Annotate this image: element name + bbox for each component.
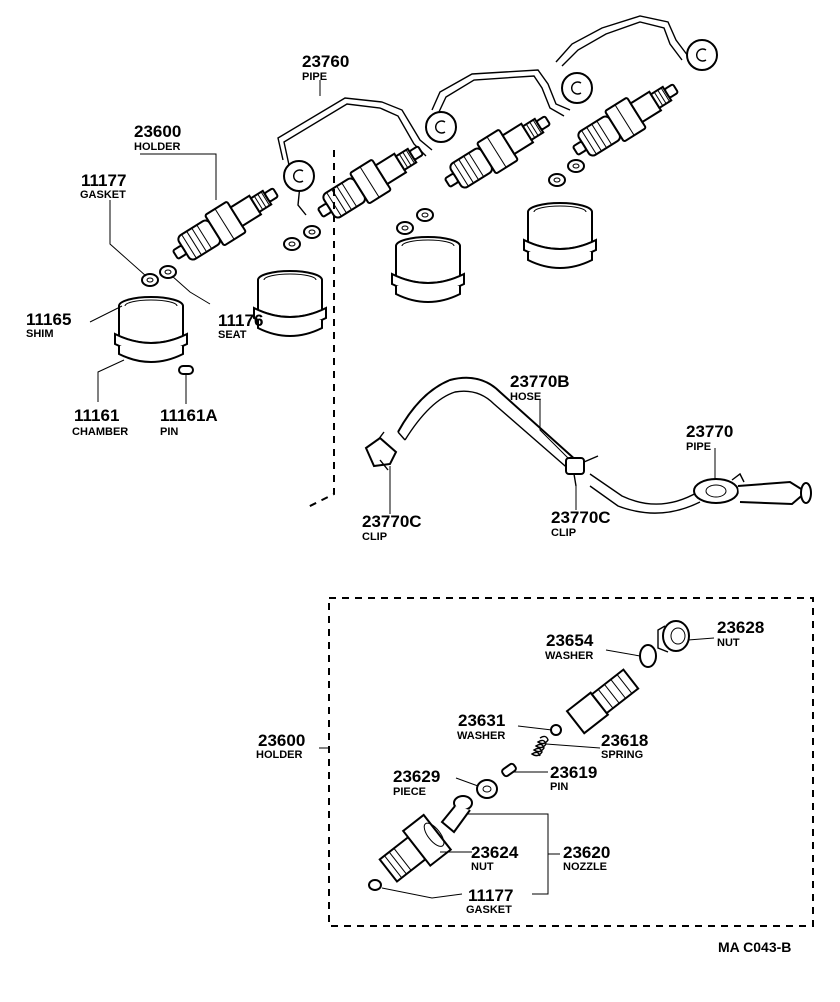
label-clip-right-number: 23770C <box>551 508 611 527</box>
label-hose-23770b-number: 23770B <box>510 372 570 391</box>
detail-nut <box>657 620 690 653</box>
leakage-hose <box>397 376 812 514</box>
clip-right <box>565 455 599 487</box>
label-shim-11165-name: SHIM <box>26 328 54 340</box>
label-washer-23631-name: WASHER <box>457 730 505 742</box>
detail-retaining-nut <box>378 813 453 883</box>
label-clip-right-name: CLIP <box>551 527 576 539</box>
injector-holder-2 <box>309 134 432 230</box>
label-nozzle-23620-name: NOZZLE <box>563 861 607 873</box>
label-clip-left-number: 23770C <box>362 512 422 531</box>
label-gasket-detail-number: 11177 <box>468 886 513 905</box>
label-spring-23618-name: SPRING <box>601 749 643 761</box>
label-seat-11176-number: 11176 <box>218 311 263 330</box>
injector-holder-1 <box>164 176 287 272</box>
label-gasket-11177-name: GASKET <box>80 189 126 201</box>
label-washer-23654-number: 23654 <box>546 631 594 650</box>
label-pin-23619-name: PIN <box>550 781 568 793</box>
label-piece-23629-name: PIECE <box>393 786 426 798</box>
callout-labels: 23760 PIPE 23600 HOLDER 11177 GASKET 111… <box>26 52 791 955</box>
label-holder-detail-number: 23600 <box>258 731 305 750</box>
label-nut-23624-number: 23624 <box>471 843 519 862</box>
leader-lines-upper <box>89 80 716 514</box>
label-holder-detail-name: HOLDER <box>256 749 303 761</box>
label-clip-left-name: CLIP <box>362 531 387 543</box>
label-nut-23628-name: NUT <box>717 637 740 649</box>
label-hose-23770b-name: HOSE <box>510 391 541 403</box>
detail-nozzle <box>440 795 473 834</box>
label-pin-11161a-number: 11161A <box>160 406 218 425</box>
label-pin-23619-number: 23619 <box>550 763 597 782</box>
label-piece-23629-number: 23629 <box>393 767 440 786</box>
label-chamber-11161-name: CHAMBER <box>72 426 128 438</box>
combustion-chamber <box>114 296 188 363</box>
label-chamber-11161-number: 11161 <box>74 406 119 425</box>
label-pipe-23770-name: PIPE <box>686 441 711 453</box>
label-holder-23600-name: HOLDER <box>134 141 181 153</box>
injector-holder-3 <box>436 104 559 200</box>
label-spring-23618-number: 23618 <box>601 731 648 750</box>
label-washer-23631-number: 23631 <box>458 711 505 730</box>
label-gasket-11177-number: 11177 <box>81 171 126 190</box>
label-nut-23624-name: NUT <box>471 861 494 873</box>
label-pipe-23760-name: PIPE <box>302 71 327 83</box>
label-nozzle-23620-number: 23620 <box>563 843 610 862</box>
clip-left <box>364 431 398 471</box>
injection-pipe <box>277 15 718 216</box>
leader-lines-detail <box>319 637 715 899</box>
label-pipe-23770-number: 23770 <box>686 422 733 441</box>
label-seat-11176-name: SEAT <box>218 329 247 341</box>
detail-spring <box>530 735 549 757</box>
detail-holder-body <box>565 668 640 735</box>
chamber-pin <box>178 365 194 375</box>
label-nut-23628-number: 23628 <box>717 618 764 637</box>
label-pin-11161a-name: PIN <box>160 426 178 438</box>
label-shim-11165-number: 11165 <box>26 310 71 329</box>
label-holder-23600-number: 23600 <box>134 122 181 141</box>
injector-assembly <box>89 15 812 514</box>
label-pipe-23760-number: 23760 <box>302 52 349 71</box>
holder-detail-box <box>319 597 814 927</box>
label-gasket-detail-name: GASKET <box>466 904 512 916</box>
label-washer-23654-name: WASHER <box>545 650 593 662</box>
diagram-code: MA C043-B <box>718 939 791 955</box>
section-dashed-line <box>305 150 335 509</box>
